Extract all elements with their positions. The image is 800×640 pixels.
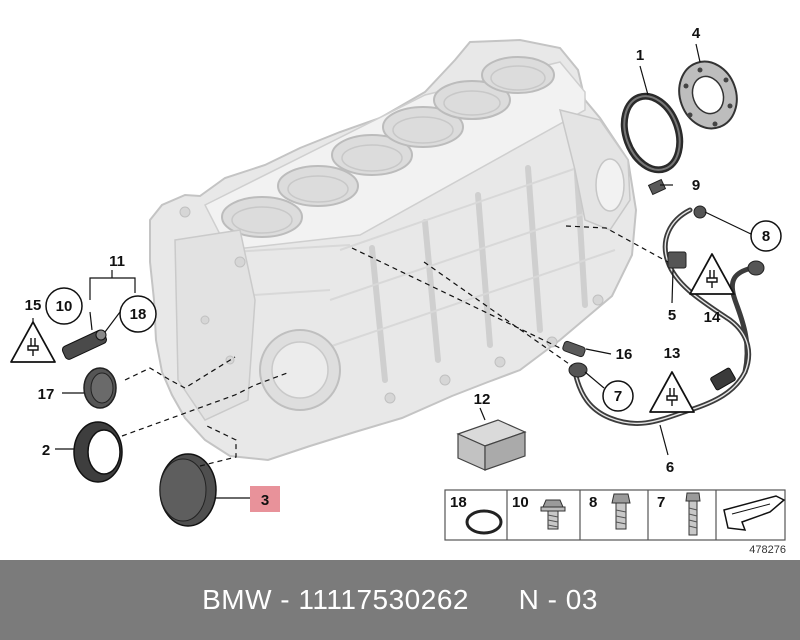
fastener-legend: 18 10 8 7 bbox=[444, 489, 786, 541]
part-number-footer: BMW - 11117530262 N - 03 bbox=[0, 560, 800, 640]
footer-part-number: 11117530262 bbox=[298, 584, 469, 615]
engine-block-parts-diagram: 1 2 3 4 5 6 7 8 9 10 11 12 13 14 15 16 1… bbox=[10, 25, 786, 556]
callout-6: 6 bbox=[666, 459, 674, 476]
callout-7-circle bbox=[602, 380, 634, 412]
dashed-reference-lines bbox=[121, 225, 669, 467]
long-stud-bolt-icon bbox=[685, 492, 701, 536]
callout-17: 17 bbox=[38, 386, 55, 403]
front-shaft-seal-part bbox=[73, 421, 123, 483]
callout-labels: 1 2 3 4 5 6 7 8 9 10 11 12 13 14 15 16 1… bbox=[25, 25, 782, 512]
callout-11: 11 bbox=[109, 253, 125, 270]
sealing-plug-part bbox=[83, 367, 117, 409]
callout-7: 7 bbox=[614, 388, 622, 405]
callout-8-circle bbox=[750, 220, 782, 252]
callout-15: 15 bbox=[25, 297, 42, 314]
footer-position: N - 03 bbox=[518, 584, 598, 615]
callout-4: 4 bbox=[692, 25, 701, 42]
legend-num-10: 10 bbox=[512, 494, 529, 511]
callout-1: 1 bbox=[636, 47, 644, 64]
footer-brand: BMW bbox=[202, 584, 273, 615]
esd-warning-icon bbox=[10, 321, 56, 363]
leader-lines bbox=[32, 43, 754, 499]
sensor-part bbox=[562, 340, 586, 358]
callout-8: 8 bbox=[762, 228, 770, 245]
cover-cap-part bbox=[159, 453, 217, 527]
short-bolt-icon bbox=[611, 493, 631, 530]
callout-3: 3 bbox=[261, 492, 269, 509]
oil-level-sensor-part bbox=[61, 329, 107, 360]
callout-16: 16 bbox=[616, 346, 633, 363]
callout-12: 12 bbox=[474, 391, 491, 408]
hex-flange-bolt-icon bbox=[540, 499, 566, 530]
engine-block-illustration bbox=[149, 38, 638, 462]
sensor-plate-part bbox=[678, 60, 738, 130]
legend-num-8: 8 bbox=[589, 494, 597, 511]
callout-18: 18 bbox=[130, 306, 147, 323]
forward-arrow-icon bbox=[723, 495, 786, 531]
callout-10: 10 bbox=[56, 298, 73, 315]
esd-warning-icon bbox=[649, 371, 695, 413]
callout-5: 5 bbox=[668, 307, 676, 324]
callout-13: 13 bbox=[664, 345, 681, 362]
callout-9: 9 bbox=[692, 177, 700, 194]
callout-10-circle bbox=[45, 287, 83, 325]
footer-gap bbox=[469, 584, 519, 616]
rear-seal-ring-part bbox=[620, 92, 684, 174]
o-ring-icon bbox=[465, 509, 503, 535]
footer-separator: - bbox=[272, 584, 299, 615]
esd-warning-icon bbox=[689, 253, 735, 295]
legend-num-7: 7 bbox=[657, 494, 665, 511]
clip-part bbox=[647, 178, 667, 196]
callout-14: 14 bbox=[704, 309, 721, 326]
parts-box bbox=[456, 419, 527, 471]
callout-3-highlight bbox=[250, 486, 280, 512]
callout-18-circle bbox=[119, 295, 157, 333]
legend-num-18: 18 bbox=[450, 494, 467, 511]
callout-2: 2 bbox=[42, 442, 50, 459]
diagram-id: 478276 bbox=[749, 544, 786, 556]
